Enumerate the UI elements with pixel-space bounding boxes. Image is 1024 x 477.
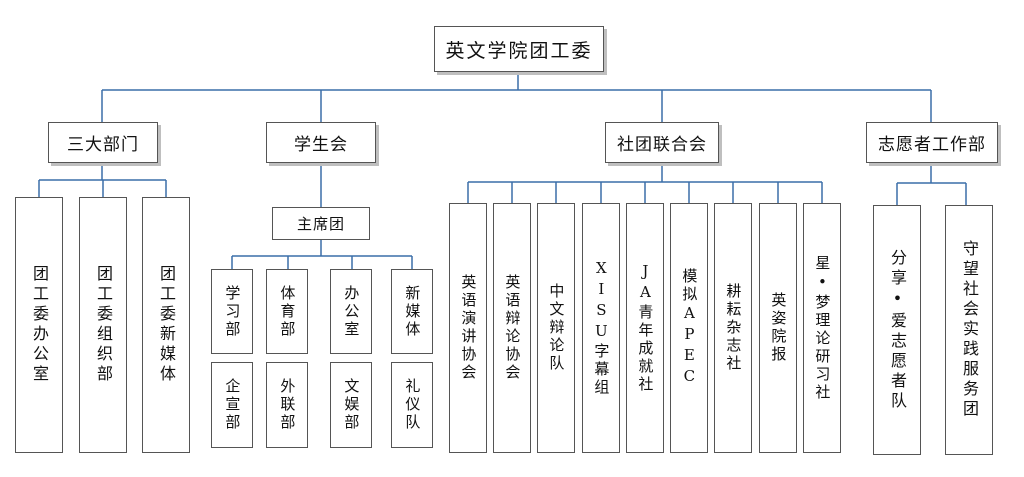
club-label: 英姿院报 bbox=[769, 292, 788, 364]
sub-dept-node: 学习部 bbox=[211, 269, 253, 354]
sub-dept-label: 学习部 bbox=[223, 284, 242, 339]
root-label: 英文学院团工委 bbox=[445, 39, 593, 62]
sub-dept-label: 文娱部 bbox=[342, 378, 361, 432]
club-label: 耕耘杂志社 bbox=[724, 283, 743, 373]
dept-node-student-union: 学生会 bbox=[266, 122, 376, 163]
volunteer-label: 守望社会实践服务团 bbox=[960, 240, 979, 420]
unit-node: 团工委组织部 bbox=[79, 197, 127, 453]
sub-dept-label: 外联部 bbox=[278, 378, 297, 432]
volunteer-label: 分享•爱志愿者队 bbox=[888, 248, 907, 412]
dept-label: 志愿者工作部 bbox=[878, 135, 986, 155]
unit-label: 团工委办公室 bbox=[30, 265, 49, 385]
club-node: 英语演讲协会 bbox=[449, 203, 487, 453]
sub-dept-label: 新媒体 bbox=[403, 284, 422, 339]
sub-dept-node: 文娱部 bbox=[330, 362, 372, 448]
dept-node-volunteer-department: 志愿者工作部 bbox=[866, 122, 998, 163]
unit-node: 团工委办公室 bbox=[15, 197, 63, 453]
club-label: 英语演讲协会 bbox=[459, 274, 478, 382]
volunteer-node: 分享•爱志愿者队 bbox=[873, 205, 921, 455]
dept-node-three-departments: 三大部门 bbox=[48, 122, 158, 163]
volunteer-node: 守望社会实践服务团 bbox=[945, 205, 993, 455]
club-label: 星•梦理论研习社 bbox=[813, 254, 832, 402]
sub-dept-label: 体育部 bbox=[278, 284, 297, 339]
sub-dept-node: 办公室 bbox=[330, 269, 372, 354]
sub-dept-label: 办公室 bbox=[342, 284, 361, 339]
club-label: 英语辩论协会 bbox=[503, 274, 522, 382]
presidium-node: 主席团 bbox=[272, 207, 370, 240]
club-node: 模拟APEC bbox=[670, 203, 708, 453]
presidium-label: 主席团 bbox=[296, 215, 345, 233]
sub-dept-node: 新媒体 bbox=[391, 269, 433, 354]
club-node: 中文辩论队 bbox=[537, 203, 575, 453]
sub-dept-node: 企宣部 bbox=[211, 362, 253, 448]
sub-dept-label: 礼仪队 bbox=[403, 378, 422, 432]
club-label: JA青年成就社 bbox=[636, 262, 655, 394]
unit-node: 团工委新媒体 bbox=[142, 197, 190, 453]
club-node: XISU字幕组 bbox=[582, 203, 620, 453]
club-label: 模拟APEC bbox=[680, 268, 699, 388]
club-label: XISU字幕组 bbox=[592, 259, 611, 397]
dept-label: 学生会 bbox=[294, 135, 348, 155]
sub-dept-node: 体育部 bbox=[266, 269, 308, 354]
club-node: 耕耘杂志社 bbox=[714, 203, 752, 453]
unit-label: 团工委新媒体 bbox=[157, 265, 176, 385]
club-label: 中文辩论队 bbox=[547, 283, 566, 373]
sub-dept-node: 礼仪队 bbox=[391, 362, 433, 448]
club-node: 英语辩论协会 bbox=[493, 203, 531, 453]
dept-label: 社团联合会 bbox=[617, 135, 707, 155]
club-node: 英姿院报 bbox=[759, 203, 797, 453]
club-node: 星•梦理论研习社 bbox=[803, 203, 841, 453]
sub-dept-node: 外联部 bbox=[266, 362, 308, 448]
sub-dept-label: 企宣部 bbox=[223, 378, 242, 432]
root-node: 英文学院团工委 bbox=[434, 26, 604, 72]
dept-label: 三大部门 bbox=[67, 135, 139, 155]
unit-label: 团工委组织部 bbox=[94, 265, 113, 385]
club-node: JA青年成就社 bbox=[626, 203, 664, 453]
dept-node-club-federation: 社团联合会 bbox=[605, 122, 719, 163]
